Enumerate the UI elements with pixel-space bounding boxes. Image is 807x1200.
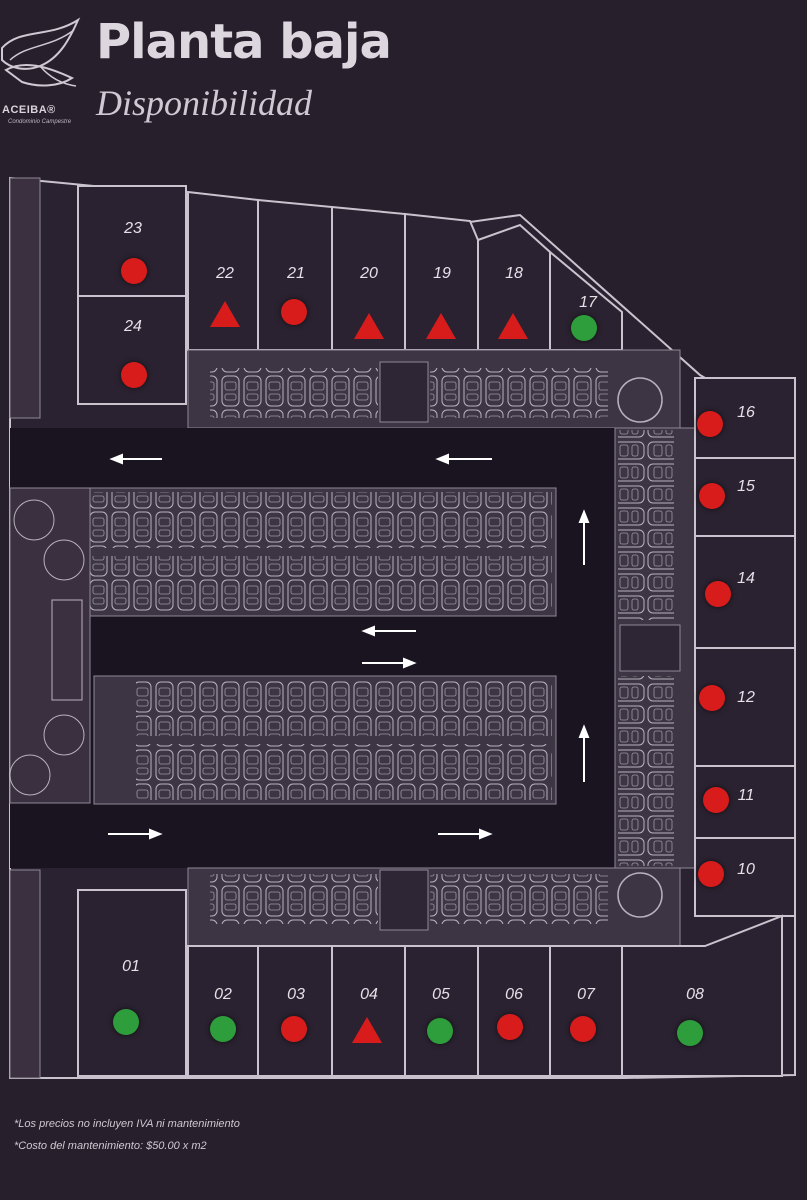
status-marker-15[interactable] (699, 483, 725, 509)
status-marker-02[interactable] (210, 1016, 236, 1042)
lot-label: 24 (124, 318, 142, 335)
page-subtitle: Disponibilidad (96, 83, 313, 123)
status-marker-24[interactable] (121, 362, 147, 388)
status-marker-11[interactable] (703, 787, 729, 813)
lot-label: 01 (122, 958, 140, 975)
lot-label: 02 (214, 986, 232, 1003)
status-marker-05[interactable] (427, 1018, 453, 1044)
status-marker-04[interactable] (352, 1017, 382, 1043)
status-marker-14[interactable] (705, 581, 731, 607)
lot-label: 16 (737, 404, 755, 421)
status-marker-22[interactable] (210, 301, 240, 327)
status-marker-01[interactable] (113, 1009, 139, 1035)
status-marker-08[interactable] (677, 1020, 703, 1046)
status-marker-07[interactable] (570, 1016, 596, 1042)
status-marker-12[interactable] (699, 685, 725, 711)
lot-label: 05 (432, 986, 450, 1003)
lot-label: 11 (737, 787, 755, 804)
lot-label: 20 (360, 265, 378, 282)
lot-label: 08 (686, 986, 704, 1003)
brand-tagline: Condominio Campestre (8, 119, 72, 125)
lot-label: 19 (433, 265, 451, 282)
status-marker-19[interactable] (426, 313, 456, 339)
lot-label: 22 (216, 265, 234, 282)
lot-label: 12 (737, 689, 755, 706)
lot-label: 17 (579, 294, 597, 311)
lot-label: 23 (124, 220, 142, 237)
lot-label: 15 (737, 478, 755, 495)
lot-label: 10 (737, 861, 755, 878)
brand-name: ACEIBA® (2, 104, 56, 116)
status-marker-16[interactable] (697, 411, 723, 437)
lot-label: 06 (505, 986, 523, 1003)
lot-label: 21 (287, 265, 305, 282)
status-marker-10[interactable] (698, 861, 724, 887)
lot-label: 14 (737, 570, 755, 587)
status-marker-20[interactable] (354, 313, 384, 339)
lot-label: 07 (577, 986, 595, 1003)
note-prices: *Los precios no incluyen IVA ni mantenim… (14, 1118, 240, 1130)
lot-label: 18 (505, 265, 523, 282)
status-marker-17[interactable] (571, 315, 597, 341)
status-marker-06[interactable] (497, 1014, 523, 1040)
status-marker-18[interactable] (498, 313, 528, 339)
lot-label: 04 (360, 986, 378, 1003)
note-maintenance: *Costo del mantenimiento: $50.00 x m2 (14, 1140, 207, 1152)
lot-label: 03 (287, 986, 305, 1003)
brand-logo: ACEIBA® Condominio Campestre (0, 8, 90, 128)
status-marker-23[interactable] (121, 258, 147, 284)
status-marker-03[interactable] (281, 1016, 307, 1042)
ceiba-leaf-icon (0, 17, 81, 87)
page-title: Planta baja (96, 14, 392, 70)
status-marker-21[interactable] (281, 299, 307, 325)
